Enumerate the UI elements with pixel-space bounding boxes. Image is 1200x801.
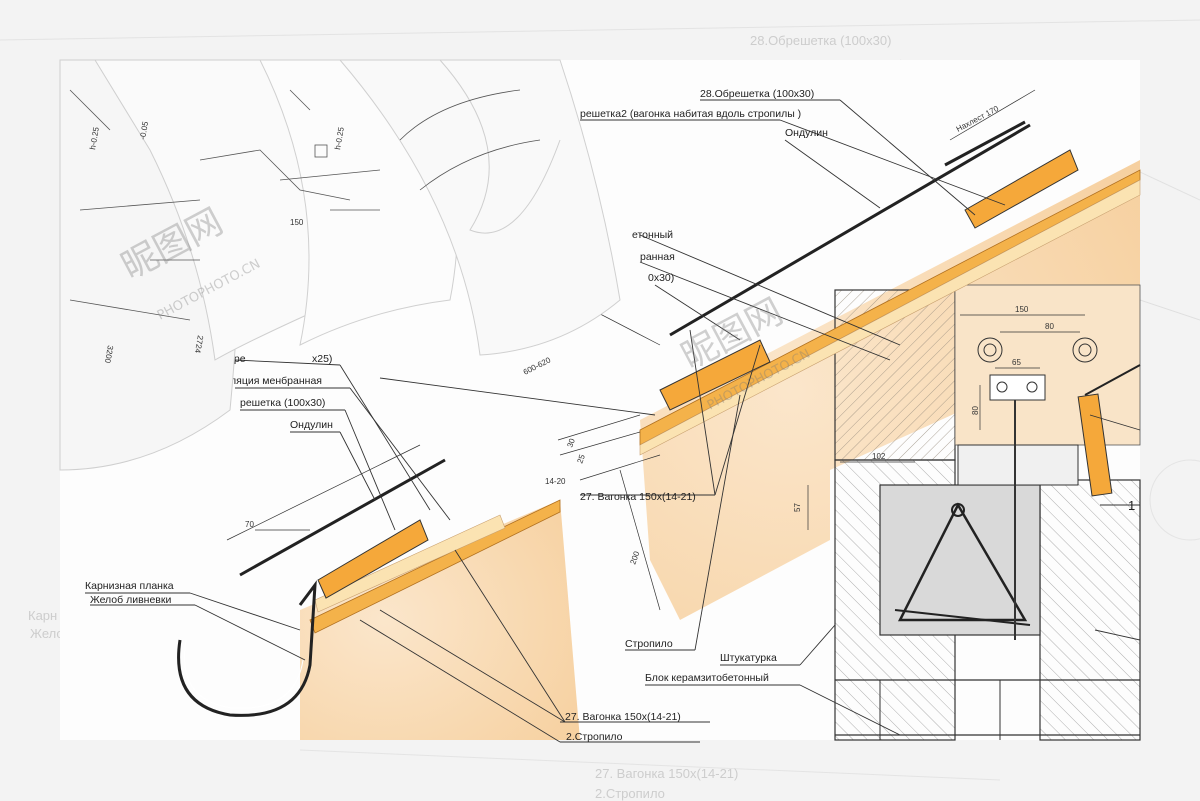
label-obreshetka: 28.Обрешетка (100x30) (700, 88, 814, 100)
bg-label-vagonka: 27. Вагонка 150x(14-21) (595, 766, 738, 781)
dim-25: 25 (575, 453, 587, 465)
anchor-truss (897, 502, 1028, 622)
dim-102: 102 (872, 452, 886, 461)
leader-lines (85, 99, 1141, 743)
label-karniznaya: Карнизная планка (85, 580, 174, 592)
dim-57: 57 (793, 503, 802, 512)
dim-roll-0-05: -0.05 (138, 120, 150, 140)
dim-80v: 80 (971, 406, 980, 415)
label-ondulin-left: Ондулин (290, 419, 333, 431)
dim-80: 80 (1045, 322, 1054, 331)
label-obreshetka-left: решетка (100x30) (240, 397, 325, 409)
dim-30: 30 (565, 437, 577, 449)
plate-area (954, 284, 1141, 446)
dim-70: 70 (245, 520, 254, 529)
wall-right-block (1039, 479, 1141, 741)
label-membrane: ляция менбранная (230, 375, 322, 387)
label-x30: 0x30) (648, 272, 674, 284)
dim-roll-2724: 2724 (193, 335, 205, 355)
dim-200: 200 (628, 550, 641, 566)
rafter-left (300, 500, 580, 740)
label-obreshetka2: решетка2 (вагонка набитая вдоль стропилы… (580, 108, 801, 120)
paper-rolls: -0.05 h-0.25 h-0.25 150 3200 2724 (59, 59, 621, 471)
dim-roll-150: 150 (290, 218, 304, 227)
label-ondulin-top: Ондулин (785, 127, 828, 139)
dim-roll-h025b: h-0.25 (88, 126, 101, 150)
roof-layers-right (639, 120, 1141, 497)
label-stropilo: Стропило (625, 638, 673, 650)
label-stropilo2: 2.Стропило (566, 731, 623, 743)
dimension-text: 70 600-620 30 25 14-20 200 150 80 65 80 … (245, 305, 1054, 566)
label-zhelob: Желоб ливневки (90, 594, 171, 606)
dim-150: 150 (1015, 305, 1029, 314)
label-rannaya: ранная (640, 251, 675, 263)
label-one: 1 (1128, 498, 1135, 513)
dim-roll-3200: 3200 (103, 345, 115, 365)
dimension-lines (226, 89, 1085, 611)
bolts (977, 337, 1098, 401)
dim-1420: 14-20 (545, 477, 566, 486)
roof-layers-left (177, 458, 561, 717)
gutter (177, 580, 317, 717)
label-vagonka-bottom: 27. Вагонка 150x(14-21) (565, 711, 681, 723)
label-vagonka-mid: 27. Вагонка 150x(14-21) (580, 491, 696, 503)
label-betonny: етонный (632, 229, 673, 241)
label-shtukaturka: Штукатурка (720, 652, 777, 664)
dim-65: 65 (1012, 358, 1021, 367)
label-x25: x25) (312, 353, 332, 365)
bg-label-karn: Карн (28, 608, 57, 623)
label-blok: Блок керамзитобетонный (645, 672, 769, 684)
bg-label-obreshetka: 28.Обрешетка (100x30) (750, 33, 891, 48)
bg-label-stropilo: 2.Стропило (595, 786, 665, 801)
base-plate (957, 444, 1079, 486)
dim-roll-h025: h-0.25 (333, 126, 346, 150)
